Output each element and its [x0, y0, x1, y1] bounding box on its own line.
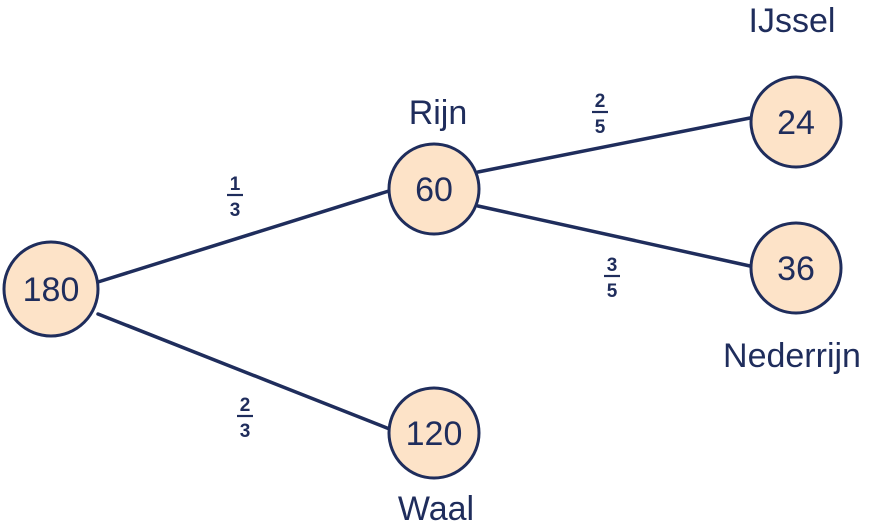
edge-root-rijn — [96, 188, 394, 284]
node-circle — [2, 240, 100, 338]
fraction-denominator: 5 — [607, 281, 618, 302]
node-value: 36 — [777, 250, 815, 288]
fraction-numerator: 1 — [230, 174, 241, 195]
node-value: 24 — [777, 104, 815, 142]
node-circle — [387, 142, 481, 236]
fraction-denominator: 3 — [230, 200, 241, 221]
edge-rijn-nederrijn — [476, 204, 752, 268]
node-value: 180 — [23, 271, 80, 309]
node-root: 180 — [2, 240, 100, 338]
node-nederrijn: 36 Nederrijn — [723, 221, 861, 375]
node-circle — [749, 75, 843, 169]
fraction-numerator: 2 — [240, 395, 251, 416]
node-waal: 120 Waal — [387, 386, 481, 526]
fraction-denominator: 5 — [595, 117, 606, 138]
node-circle — [749, 221, 843, 315]
node-label: Rijn — [409, 94, 468, 132]
fraction-rijn-ijssel: 2 5 — [592, 91, 608, 138]
edge-root-waal — [96, 312, 394, 432]
node-label: Nederrijn — [723, 337, 861, 375]
node-rijn: 60 Rijn — [387, 94, 481, 236]
fraction-denominator: 3 — [240, 421, 251, 442]
fraction-rijn-nederrijn: 3 5 — [604, 255, 620, 302]
fraction-root-waal: 2 3 — [237, 395, 253, 442]
node-label: IJssel — [749, 2, 836, 40]
node-ijssel: 24 IJssel — [749, 2, 843, 169]
node-circle — [387, 386, 481, 480]
fraction-numerator: 3 — [607, 255, 618, 276]
node-label: Waal — [398, 490, 474, 526]
node-value: 120 — [406, 415, 463, 453]
fraction-numerator: 2 — [595, 91, 606, 112]
fraction-root-rijn: 1 3 — [227, 174, 243, 221]
node-value: 60 — [415, 171, 453, 209]
edge-rijn-ijssel — [476, 116, 752, 174]
